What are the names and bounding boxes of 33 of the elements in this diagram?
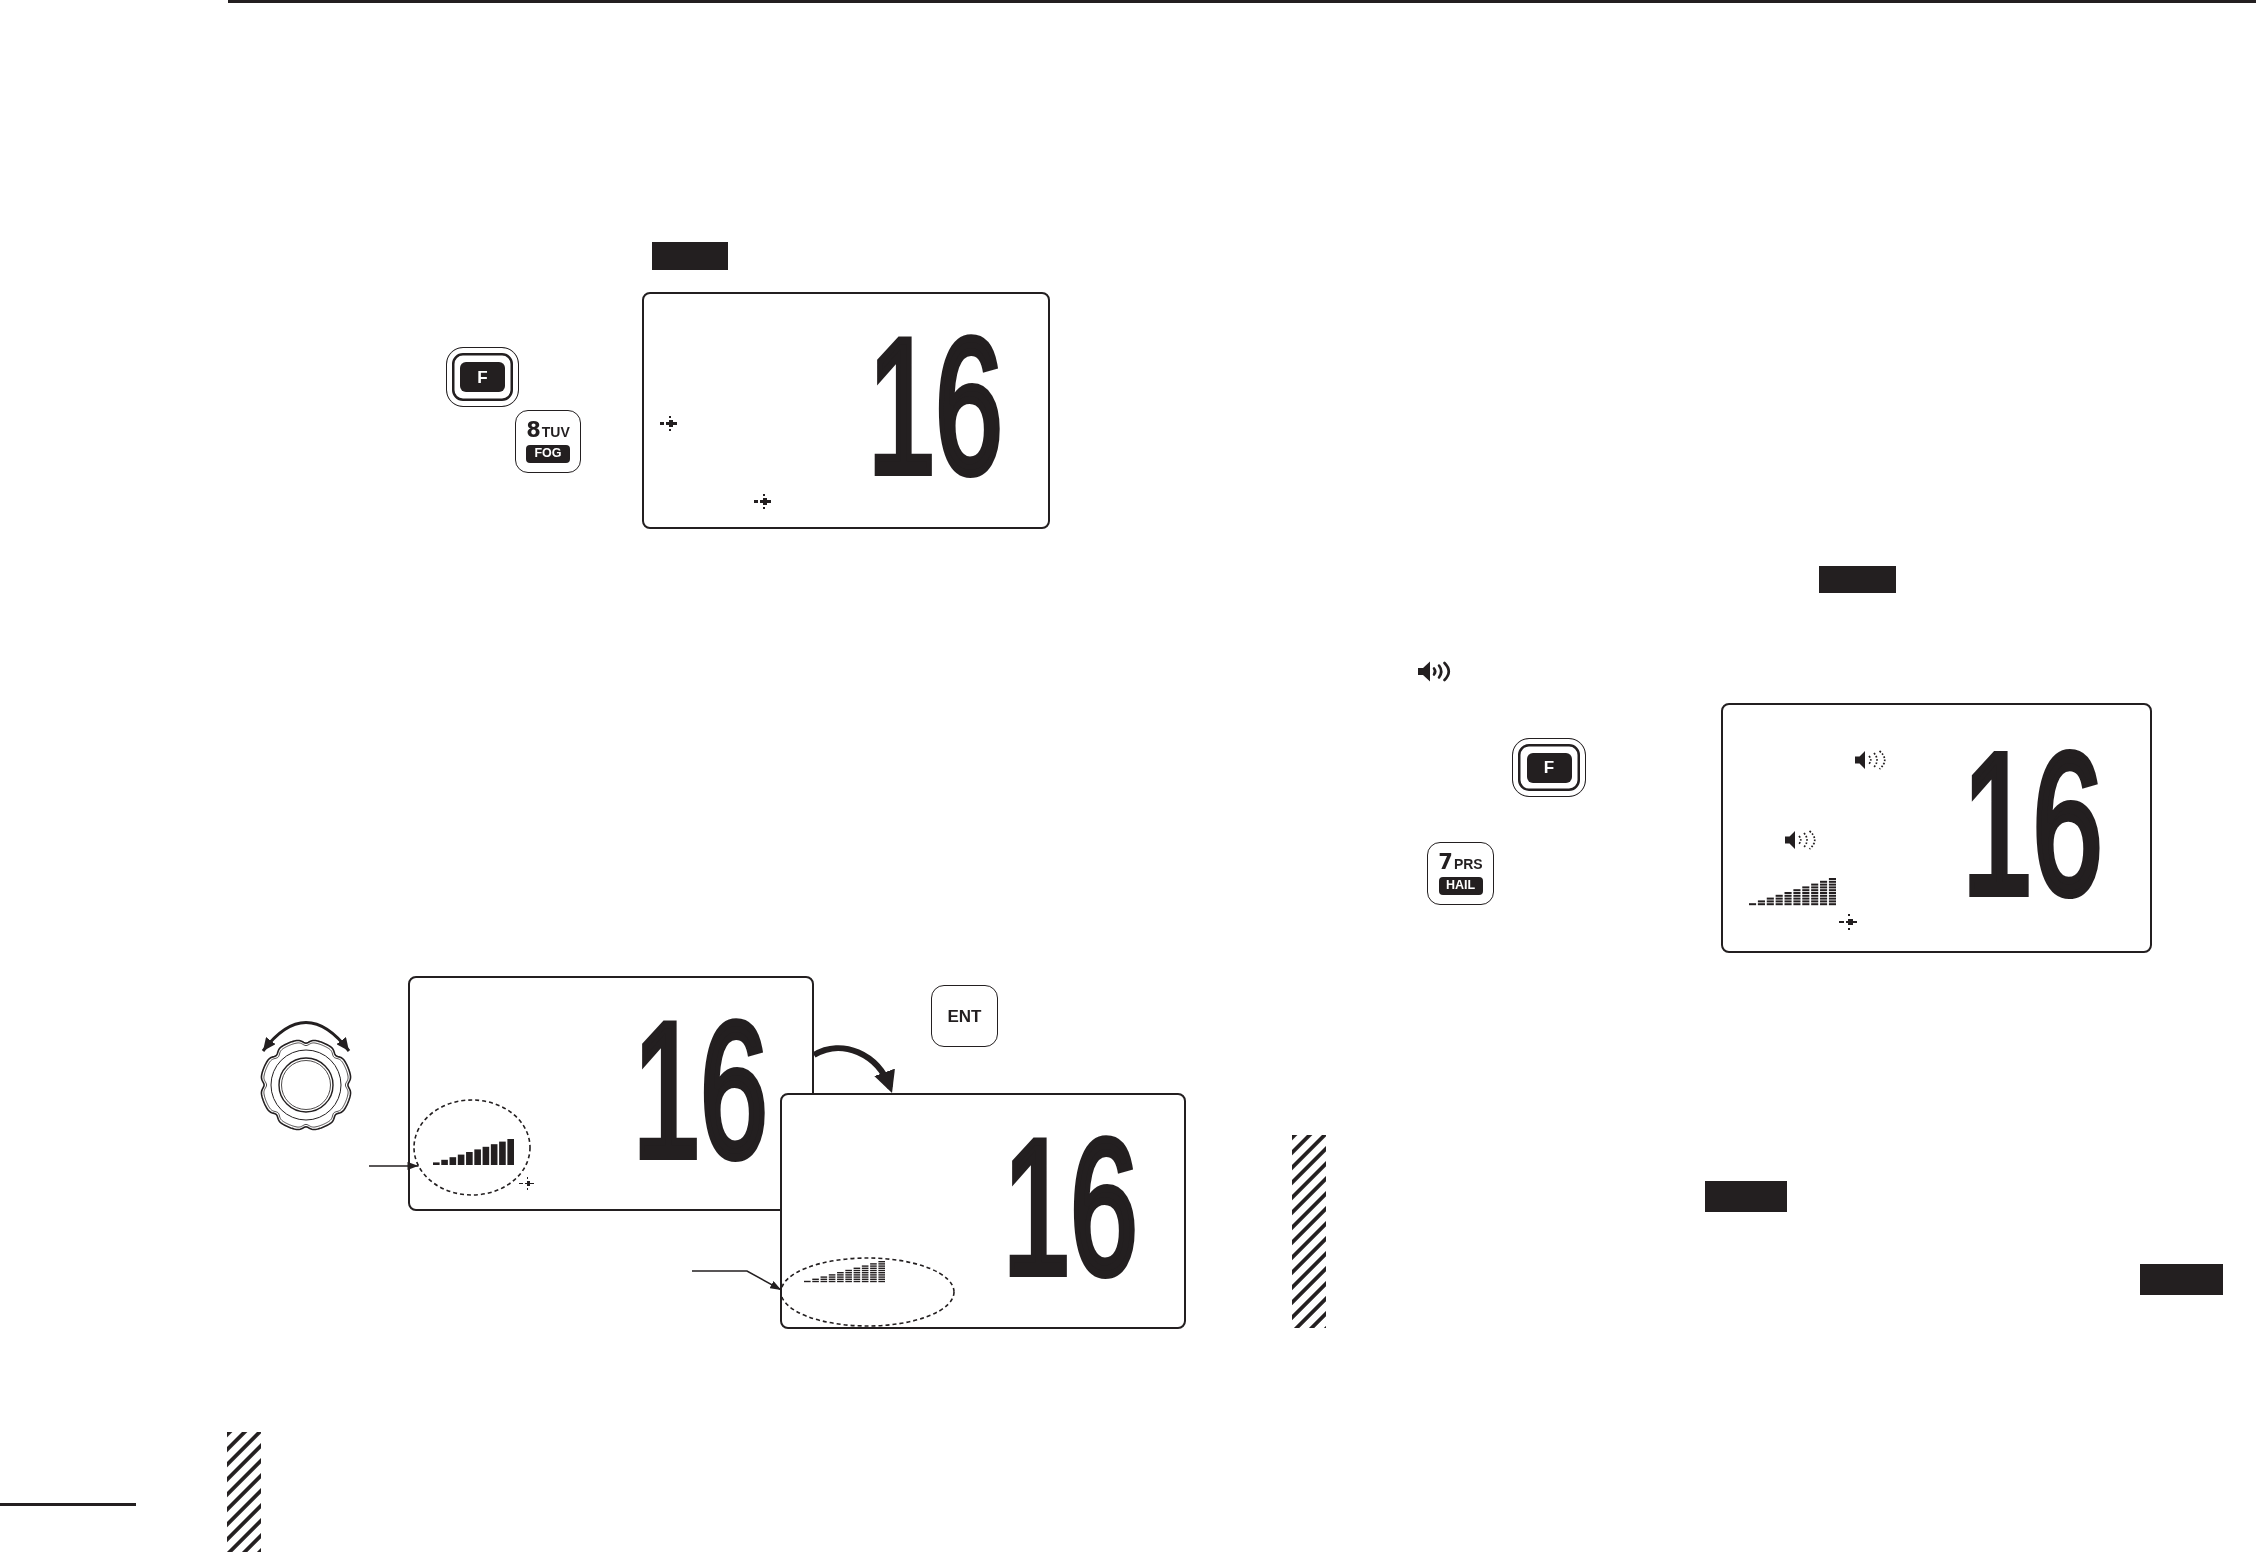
key-digit: 7 — [1438, 852, 1453, 874]
key-letters: PRS — [1453, 857, 1483, 872]
solid-block — [2140, 1264, 2223, 1295]
function-key — [1512, 738, 1586, 797]
solid-block — [1705, 1181, 1787, 1212]
key-function-label: HAIL — [1438, 877, 1483, 895]
enter-key — [931, 985, 998, 1047]
dashed-ellipse — [413, 1099, 531, 1196]
key-label: ENT — [947, 1007, 982, 1025]
key-label: F — [460, 362, 505, 392]
solid-block — [1819, 566, 1896, 593]
hatched-bar — [227, 1432, 261, 1552]
lcd-display — [408, 976, 814, 1211]
dashed-ellipse — [780, 1257, 955, 1327]
lcd-display — [780, 1093, 1186, 1329]
lcd-display — [1721, 703, 2152, 953]
lcd-display — [642, 292, 1050, 529]
solid-block — [652, 242, 728, 270]
function-key — [446, 347, 519, 407]
channel-number: 16 — [1961, 744, 2102, 904]
key-letters: TUV — [541, 425, 570, 440]
number-key — [515, 410, 581, 473]
key-function-label: FOG — [526, 445, 570, 463]
channel-number: 16 — [633, 1013, 768, 1167]
curved-arrow — [812, 1045, 894, 1093]
channel-number: 16 — [868, 329, 1003, 483]
leader-line — [368, 1161, 420, 1170]
hatched-bar — [1292, 1135, 1326, 1328]
number-key — [1427, 842, 1494, 905]
leader-line — [691, 1270, 782, 1291]
channel-number: 16 — [1003, 1130, 1138, 1284]
key-label: F — [1526, 752, 1572, 783]
key-digit: 8 — [526, 420, 541, 442]
